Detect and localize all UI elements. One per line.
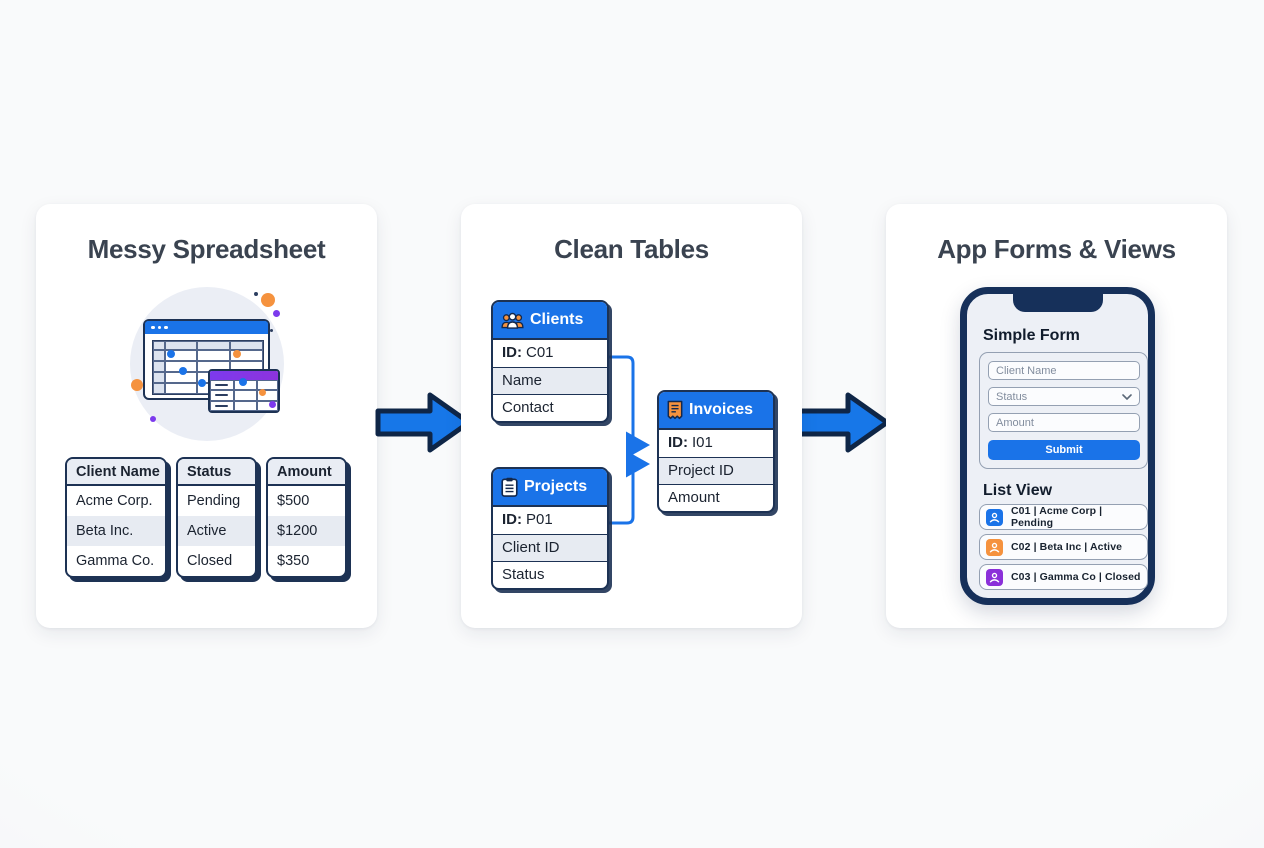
list-item[interactable]: C02 | Beta Inc | Active <box>979 534 1148 560</box>
entity-table-clients: Clients ID:C01 Name Contact <box>491 300 609 423</box>
form-card: Status Submit <box>979 352 1148 469</box>
table-cell: Beta Inc. <box>67 516 165 546</box>
table-cell: Acme Corp. <box>76 493 153 509</box>
flow-arrow-icon <box>375 392 472 453</box>
person-icon <box>986 568 1003 586</box>
clipboard-icon <box>501 477 518 497</box>
panel-messy-spreadsheet: Messy Spreadsheet <box>36 204 377 628</box>
entity-table-invoices: Invoices ID:I01 Project ID Amount <box>657 390 775 513</box>
cell-dot-blue <box>167 350 175 358</box>
entity-title: Clients <box>530 311 584 328</box>
table-cell: Pending <box>187 493 241 509</box>
list-view-heading: List View <box>983 482 1053 499</box>
entity-row-id: ID:I01 <box>668 434 713 451</box>
table-cell: Gamma Co. <box>76 553 155 569</box>
chevron-down-icon <box>1122 393 1132 400</box>
receipt-icon <box>667 400 683 420</box>
person-icon <box>986 508 1003 526</box>
list-item[interactable]: C03 | Gamma Co | Closed <box>979 564 1148 590</box>
list-item-text: C03 | Gamma Co | Closed <box>1011 571 1141 583</box>
entity-row-id: ID:C01 <box>502 344 554 361</box>
entity-table-projects: Projects ID:P01 Client ID Status <box>491 467 609 590</box>
list-item-text: C01 | Acme Corp | Pending <box>1011 505 1103 529</box>
panel-title-clean: Clean Tables <box>554 234 709 264</box>
status-select[interactable]: Status <box>988 387 1140 406</box>
list-item-text: C02 | Beta Inc | Active <box>1011 541 1123 553</box>
cell-dot-purple <box>269 401 276 408</box>
decor-dot-navy <box>270 329 273 332</box>
relation-connectors <box>609 355 650 525</box>
cell-dot-orange <box>233 350 241 358</box>
table-cell: $350 <box>277 553 310 569</box>
client-name-input[interactable] <box>988 361 1140 380</box>
panel-clean-tables: Clean Tables <box>461 204 802 628</box>
entity-row-id: ID:P01 <box>502 511 553 528</box>
entity-row: Amount <box>659 484 773 511</box>
entity-header: Invoices <box>659 392 773 430</box>
flow-arrow-icon <box>793 392 890 453</box>
amount-input[interactable] <box>988 413 1140 432</box>
cell-dot-blue <box>179 367 187 375</box>
entity-title: Projects <box>524 478 588 495</box>
submit-button[interactable]: Submit <box>988 440 1140 460</box>
decor-dot-navy <box>254 292 258 296</box>
entity-header: Clients <box>493 302 607 340</box>
panel-app-forms-views: App Forms & Views Simple Form Status Sub… <box>886 204 1227 628</box>
mini-table-status: Status Pending Active Closed <box>176 457 257 578</box>
entity-row: Status <box>493 561 607 588</box>
entity-header: Projects <box>493 469 607 507</box>
window-titlebar <box>145 321 268 334</box>
column-header: Status <box>178 459 255 486</box>
decor-dot-orange <box>131 379 143 391</box>
cell-dot-blue <box>198 379 206 387</box>
panel-title-app: App Forms & Views <box>937 234 1176 264</box>
cell-dot-blue <box>239 378 247 386</box>
mini-table-client-name: Client Name Acme Corp. Beta Inc. Gamma C… <box>65 457 167 578</box>
person-icon <box>986 538 1003 556</box>
entity-row: Contact <box>493 394 607 421</box>
small-table-overlay <box>208 369 280 413</box>
decor-dot-purple <box>150 416 156 422</box>
decor-dot-orange <box>261 293 275 307</box>
people-icon <box>501 312 524 329</box>
small-table-grid <box>210 380 278 411</box>
decor-dot-purple <box>273 310 280 317</box>
entity-row: Project ID <box>659 457 773 484</box>
small-table-header <box>210 371 278 380</box>
table-cell: $500 <box>277 493 310 509</box>
column-header: Client Name <box>67 459 165 486</box>
panel-title-messy: Messy Spreadsheet <box>87 234 326 264</box>
phone-mockup: Simple Form Status Submit List View C01 … <box>960 287 1155 605</box>
table-cell: Closed <box>187 553 233 569</box>
table-cell: Active <box>178 516 255 546</box>
cell-dot-orange <box>259 389 266 396</box>
entity-row: Client ID <box>493 534 607 561</box>
spreadsheet-window <box>143 319 270 400</box>
entity-title: Invoices <box>689 401 754 418</box>
table-cell: $1200 <box>268 516 345 546</box>
mini-table-amount: Amount $500 $1200 $350 <box>266 457 347 578</box>
status-select-value: Status <box>996 390 1028 403</box>
simple-form-heading: Simple Form <box>983 327 1080 344</box>
column-header: Amount <box>268 459 345 486</box>
list-item[interactable]: C01 | Acme Corp | Pending <box>979 504 1148 530</box>
phone-notch <box>1012 293 1103 312</box>
entity-row: Name <box>493 367 607 394</box>
